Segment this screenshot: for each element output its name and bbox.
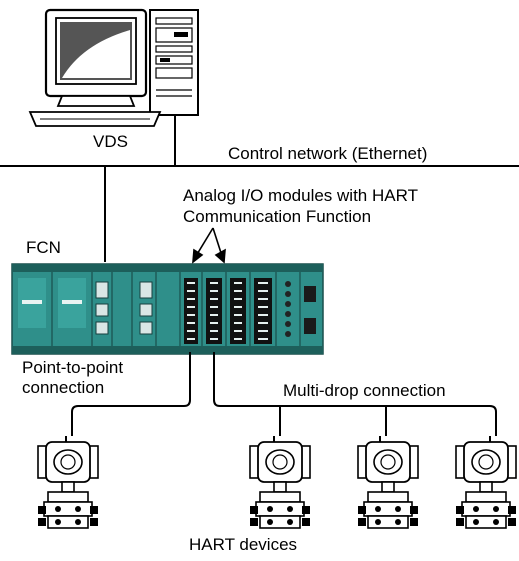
hart-device-multidrop-1-icon bbox=[249, 441, 311, 529]
vds-computer-icon bbox=[28, 8, 199, 127]
point-to-point-label-line2: connection bbox=[22, 378, 105, 397]
analog-io-label-line1: Analog I/O modules with HART bbox=[183, 186, 418, 205]
hart-device-multidrop-3-icon bbox=[455, 441, 517, 529]
fcn-controller-rack bbox=[11, 263, 324, 355]
hart-device-multidrop-2-icon bbox=[357, 441, 419, 529]
vds-label: VDS bbox=[93, 132, 128, 151]
hart-devices-label: HART devices bbox=[189, 535, 298, 554]
analog-io-label-line2: Communication Function bbox=[183, 207, 372, 226]
hart-device-point-to-point-icon bbox=[37, 441, 99, 529]
fcn-label: FCN bbox=[26, 238, 61, 257]
multi-drop-label: Multi-drop connection bbox=[283, 381, 446, 400]
point-to-point-label-line1: Point-to-point bbox=[22, 358, 124, 377]
network-lines bbox=[0, 115, 519, 262]
field-cables bbox=[65, 352, 497, 442]
control-network-label: Control network (Ethernet) bbox=[228, 144, 428, 163]
hart-module-arrows bbox=[192, 227, 226, 264]
